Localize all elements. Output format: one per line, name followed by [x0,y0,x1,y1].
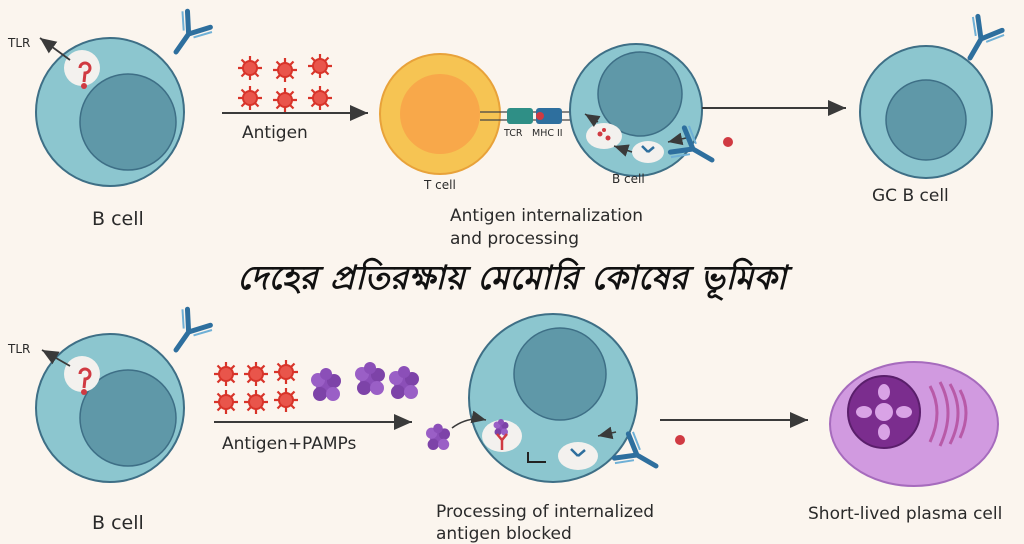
bcell-label-top-left: B cell [92,208,144,230]
arrow-pamp-entry [451,410,487,429]
tcr-mhc-complex [480,108,590,124]
bcr-antibody-bottom-left [161,307,213,360]
tcell [379,53,501,175]
pamp-approaching [426,423,450,450]
blocked-label-line2: antigen blocked [436,524,572,544]
bcell-label-bottom-left: B cell [92,512,144,534]
arrow-internal-1 [613,144,633,157]
arrow-internal-2 [584,113,601,127]
mhc-label: MHC II [532,128,563,139]
tcell-label: T cell [424,178,456,192]
tlr-pointer-bottom [41,349,71,367]
tlr-receptor-top [64,50,100,89]
bcell-bottom-left [35,333,185,483]
bcell-bottom-middle [468,313,638,483]
plasma-cell-label: Short-lived plasma cell [808,504,1003,524]
antigen-bound-top [723,137,733,147]
bcell-label-top-middle: B cell [612,172,645,186]
bcr-antibody-top-left [161,9,213,62]
process-label-line2: and processing [450,229,580,249]
tcr-label: TCR [504,128,523,139]
blocked-label-line1: Processing of internalized [436,502,655,522]
antigen-pamps-label: Antigen+PAMPs [222,434,357,454]
gc-bcell-label: GC B cell [872,186,949,206]
antigen-cluster-top [236,52,334,114]
antigen-pamp-cluster [212,358,419,416]
antigen-bound-bottom [675,435,685,445]
tlr-receptor-bottom [64,356,100,395]
plasma-cell [829,361,999,487]
arrow-internal-bottom [597,426,617,440]
tlr-label-top: TLR [8,36,31,50]
process-label-line1: Antigen internalization [450,206,644,226]
tlr-label-bottom: TLR [8,342,31,356]
arrow-internal-3 [667,132,687,146]
bcell-top-left [35,37,185,187]
page-title: দেহের প্রতিরক্ষায় মেমোরি কোষের ভূমিকা [237,258,787,297]
gc-bcell [859,45,993,179]
antigen-label-top: Antigen [242,123,308,143]
tlr-pointer-top [39,37,71,61]
